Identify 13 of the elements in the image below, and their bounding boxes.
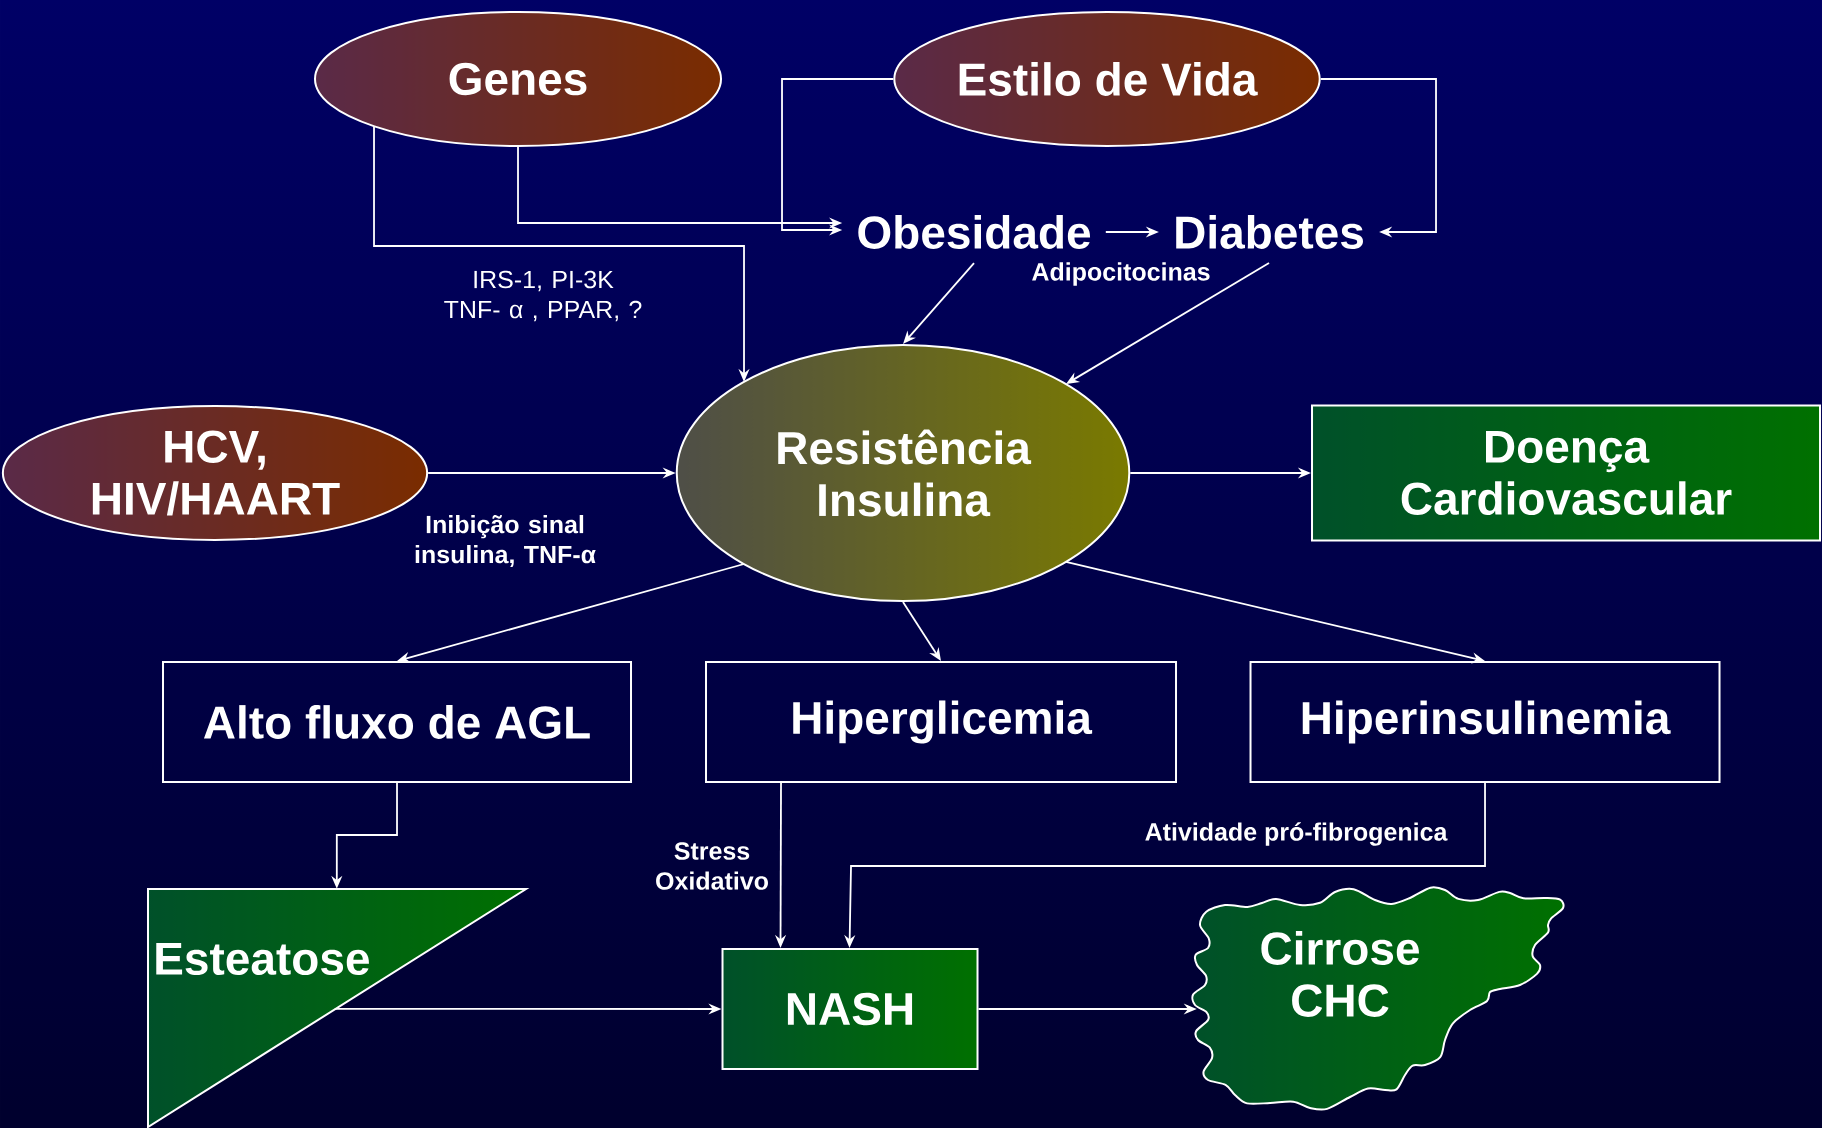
process-box: Doença Cardiovascular	[1311, 404, 1821, 542]
arrow	[1319, 78, 1437, 238]
process-box: NASH	[721, 948, 979, 1070]
term-label: Diabetes	[1176, 215, 1363, 249]
edge-label: Stress Oxidativo	[656, 842, 768, 890]
process-box: Hiperglicemia	[705, 661, 1177, 783]
arrow	[903, 262, 975, 344]
annotation-text: Adipocitocinas	[1032, 262, 1210, 286]
edge-label: Atividade pró-fibrogenica	[1145, 822, 1448, 846]
process-box: Alto fluxo de AGL	[162, 661, 632, 783]
process-box: Hiperinsulinemia	[1249, 661, 1721, 783]
term-label: Obesidade	[858, 215, 1091, 249]
edge-label: IRS-1, PI-3K TNF- α , PPAR, ?	[444, 270, 642, 322]
